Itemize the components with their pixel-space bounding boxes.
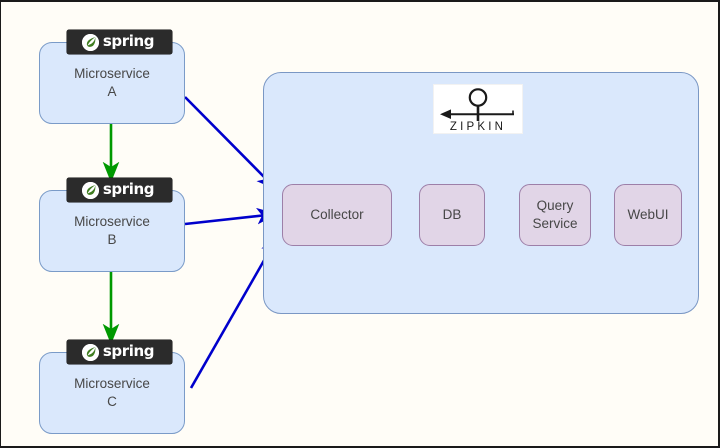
spring-wordmark: spring: [102, 179, 155, 198]
zipkin-component-webui-label: WebUI: [627, 206, 669, 222]
microservice-a-spring-logo: spring: [67, 30, 172, 54]
spring-wordmark: spring: [102, 341, 155, 360]
microservice-b-box[interactable]: Microservice B: [39, 190, 185, 272]
microservice-b-line1: Microservice: [74, 213, 150, 229]
microservice-b-label: Microservice B: [74, 213, 150, 249]
zipkin-component-query-service-label: Query Service: [532, 197, 577, 233]
zipkin-wordmark: ZIPKIN: [450, 121, 506, 133]
zipkin-logo-mark: ZIPKIN: [440, 88, 514, 133]
zipkin-component-webui[interactable]: WebUI: [614, 184, 682, 246]
zipkin-component-db[interactable]: DB: [419, 184, 485, 246]
microservice-b-spring-logo: spring: [67, 178, 172, 202]
microservice-c-line1: Microservice: [74, 375, 150, 391]
microservice-a-box[interactable]: Microservice A: [39, 42, 185, 124]
microservice-b-line2: B: [107, 232, 117, 247]
zipkin-component-collector[interactable]: Collector: [282, 184, 392, 246]
query-service-line2: Service: [532, 216, 578, 231]
microservice-a-line2: A: [107, 84, 117, 99]
spring-leaf-icon: [81, 33, 99, 51]
query-service-line1: Query: [536, 197, 574, 213]
spring-leaf-icon: [81, 343, 99, 361]
microservice-c-box[interactable]: Microservice C: [39, 352, 185, 434]
microservice-a-line1: Microservice: [74, 65, 150, 81]
microservice-c-spring-logo: spring: [67, 340, 172, 364]
microservice-c-label: Microservice C: [74, 375, 150, 411]
zipkin-component-db-label: DB: [442, 206, 462, 222]
spring-leaf-icon: [81, 181, 99, 199]
spring-wordmark: spring: [102, 31, 155, 50]
zipkin-component-query-service[interactable]: Query Service: [519, 184, 591, 246]
zipkin-logo: ZIPKIN: [433, 84, 523, 134]
zipkin-component-collector-label: Collector: [310, 206, 364, 222]
microservice-c-line2: C: [107, 394, 117, 409]
microservice-a-label: Microservice A: [74, 65, 150, 101]
